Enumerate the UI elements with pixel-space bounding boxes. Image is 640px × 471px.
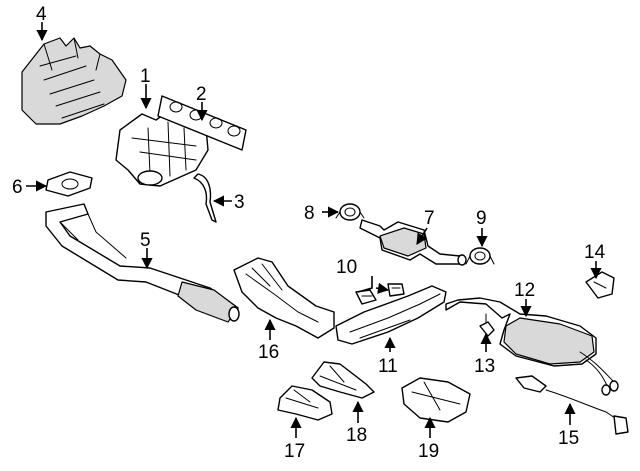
- callout-16: 16: [258, 342, 279, 363]
- callout-3: 3: [234, 192, 245, 213]
- part-18-heat-shield[interactable]: [311, 361, 375, 399]
- part-3-bracket-pipe[interactable]: [193, 173, 217, 223]
- callout-12: 12: [514, 280, 535, 301]
- part-10-mount-brackets[interactable]: [355, 283, 405, 305]
- part-15-oxygen-sensor[interactable]: [515, 375, 629, 435]
- callout-5: 5: [140, 230, 151, 251]
- part-14-bracket[interactable]: [585, 271, 615, 299]
- part-12-muffler[interactable]: [445, 297, 619, 396]
- part-13-hanger[interactable]: [479, 313, 495, 337]
- callout-14: 14: [584, 242, 606, 263]
- callout-8: 8: [304, 203, 315, 224]
- callout-18: 18: [346, 425, 367, 446]
- callout-4: 4: [36, 4, 47, 25]
- part-6-gasket[interactable]: [45, 171, 93, 197]
- callout-11: 11: [378, 356, 398, 377]
- callout-7: 7: [424, 208, 435, 229]
- part-4-manifold-heat-shield[interactable]: [21, 37, 127, 125]
- callout-13: 13: [474, 356, 495, 377]
- part-17-heat-shield[interactable]: [277, 385, 333, 421]
- part-9-clamp[interactable]: [465, 247, 495, 265]
- part-8-clamp[interactable]: [335, 203, 365, 221]
- callout-19: 19: [418, 441, 439, 462]
- callout-9: 9: [476, 208, 487, 229]
- callout-15: 15: [558, 428, 579, 449]
- part-7-resonator[interactable]: [359, 219, 467, 266]
- callout-labels: 4 1 2 3 5 6 7 8 9 10 11 12 13 14 15 16 1…: [12, 4, 606, 462]
- part-1-exhaust-manifold[interactable]: [115, 109, 209, 187]
- part-16-heat-shield[interactable]: [233, 257, 335, 339]
- callout-17: 17: [284, 441, 305, 462]
- part-11-heat-shield[interactable]: [335, 285, 447, 345]
- callout-1: 1: [140, 66, 151, 87]
- part-19-heat-shield[interactable]: [401, 377, 471, 423]
- callout-10: 10: [336, 257, 357, 278]
- callout-leaders: [26, 22, 602, 438]
- part-5-front-pipe[interactable]: [45, 203, 240, 323]
- callout-6: 6: [12, 177, 23, 198]
- callout-2: 2: [196, 84, 207, 105]
